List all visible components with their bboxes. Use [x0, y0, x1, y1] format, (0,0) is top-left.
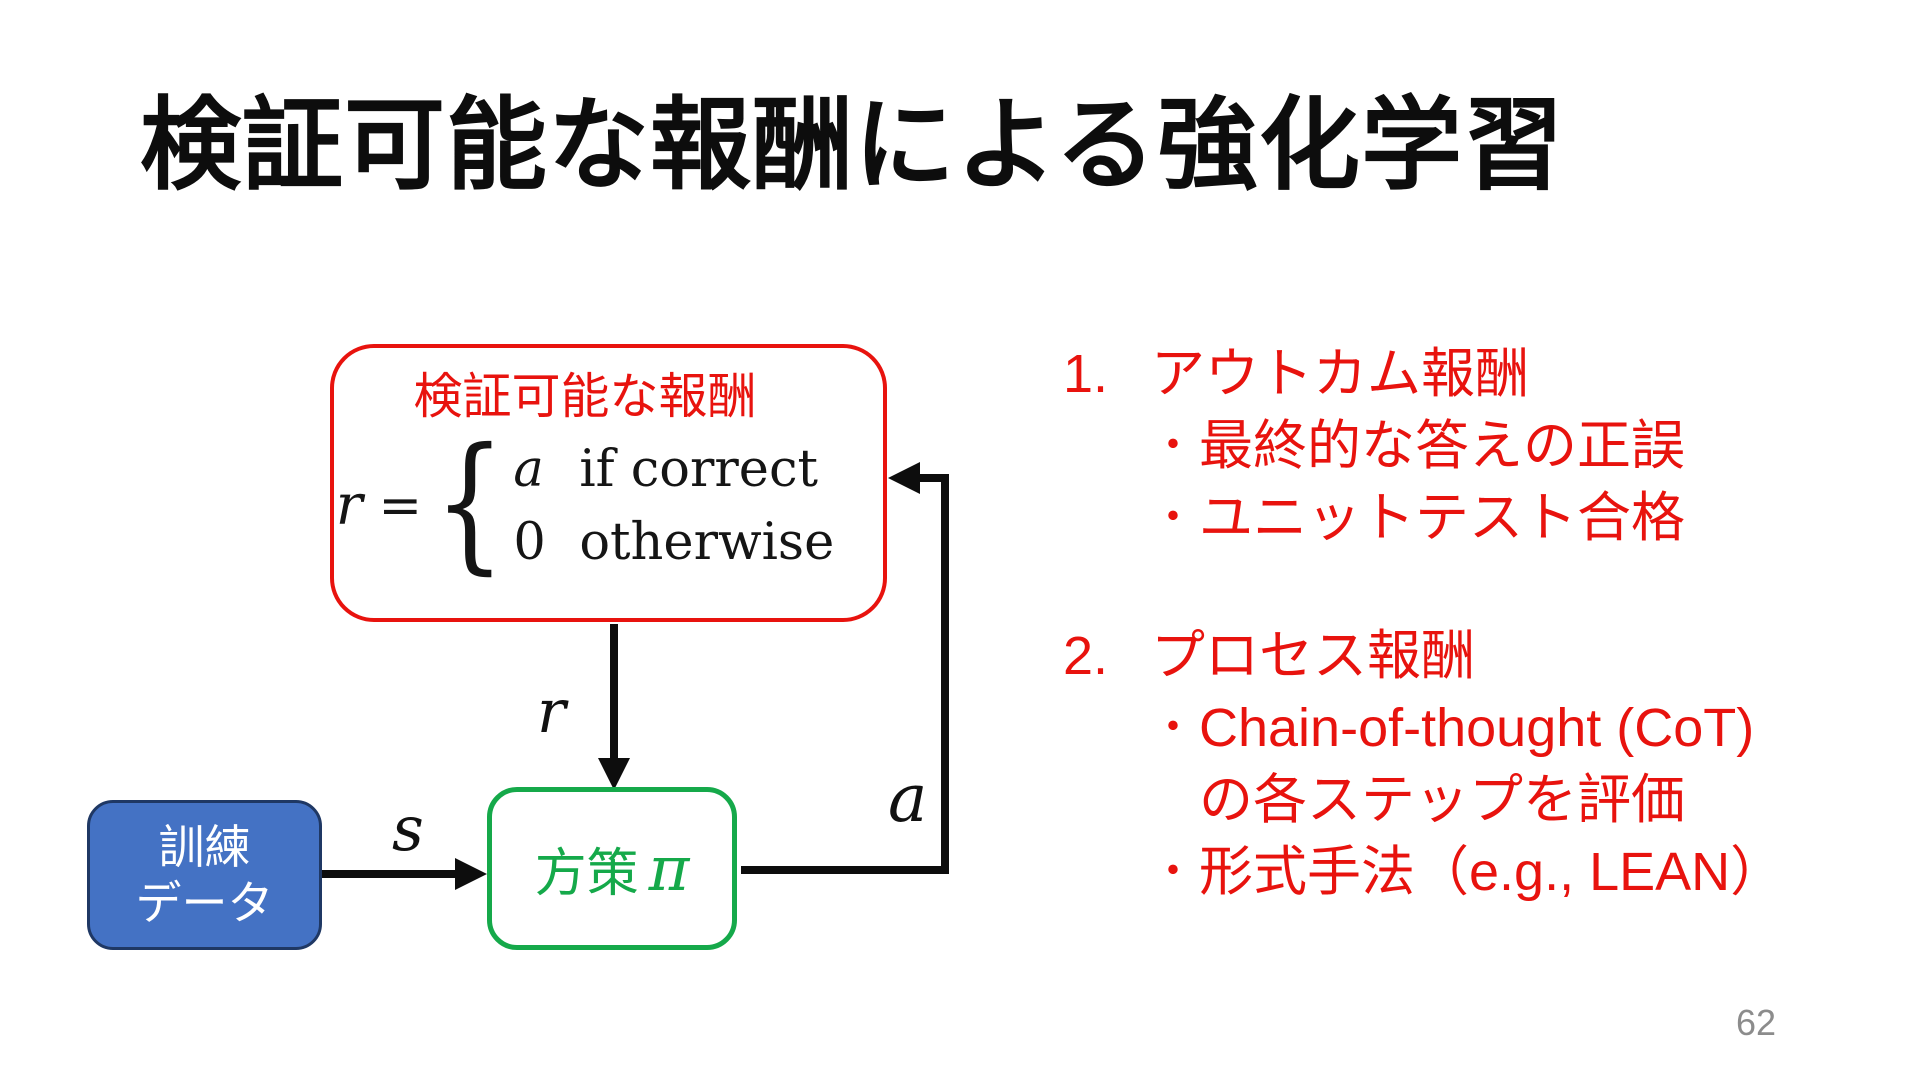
training-data-line2: データ	[135, 877, 274, 929]
list-item: ・ Chain-of-thought (CoT) の各ステップを評価	[1063, 692, 1920, 836]
case-condition: otherwise	[579, 512, 835, 572]
list-item-text: 形式手法（e.g., LEAN）	[1199, 842, 1785, 902]
list-item: ・ 最終的な答えの正誤	[1063, 410, 1920, 482]
verifiable-reward-label: 検証可能な報酬	[413, 370, 757, 424]
section-number: 2.	[1063, 626, 1109, 686]
list-item-text: Chain-of-thought (CoT) の各ステップを評価	[1199, 698, 1755, 830]
formula-cases: a if correct 0 otherwise	[513, 433, 834, 579]
case-value: a	[513, 439, 544, 499]
training-data-box: 訓練 データ	[87, 800, 322, 950]
bullet-dot: ・	[1151, 493, 1195, 542]
bullet-dot: ・	[1151, 847, 1195, 896]
page-number: 62	[1736, 1002, 1777, 1043]
list-item: ・ 形式手法（e.g., LEAN）	[1063, 836, 1920, 908]
section-number: 1.	[1063, 344, 1109, 404]
page-title: 検証可能な報酬による強化学習	[140, 90, 1565, 202]
list-item: ・ ユニットテスト合格	[1063, 482, 1920, 554]
section-title-line: 1. アウトカム報酬	[1063, 338, 1920, 410]
edge-label-a: a	[888, 760, 928, 837]
list-section-outcome: 1. アウトカム報酬 ・ 最終的な答えの正誤 ・ ユニットテスト合格	[1063, 338, 1920, 554]
arrow-r-head	[598, 758, 630, 790]
case-value: 0	[513, 512, 546, 572]
reward-formula: r = { a if correct 0 otherwise	[336, 429, 835, 579]
arrow-s-head	[455, 858, 487, 890]
policy-label: 方策	[534, 845, 639, 903]
arrow-a-head	[888, 462, 920, 494]
edge-label-s: s	[392, 792, 424, 865]
edge-label-r: r	[537, 677, 566, 747]
list-item-text: 最終的な答えの正誤	[1199, 416, 1685, 476]
section-title: アウトカム報酬	[1151, 344, 1529, 404]
verifiable-reward-box: 検証可能な報酬 r = { a if correct 0 otherwise	[330, 344, 887, 622]
formula-case-row: a if correct	[513, 433, 834, 506]
case-condition: if correct	[579, 439, 819, 499]
list-section-process: 2. プロセス報酬 ・ Chain-of-thought (CoT) の各ステッ…	[1063, 620, 1920, 908]
pi-symbol: π	[648, 831, 690, 905]
bullet-dot: ・	[1151, 421, 1195, 470]
policy-box: 方策 π	[487, 787, 737, 950]
rewards-list: 1. アウトカム報酬 ・ 最終的な答えの正誤 ・ ユニットテスト合格 2. プロ…	[1063, 338, 1920, 908]
section-title: プロセス報酬	[1151, 626, 1475, 686]
formula-r: r	[335, 473, 363, 539]
list-item-text: ユニットテスト合格	[1199, 488, 1685, 548]
section-title-line: 2. プロセス報酬	[1063, 620, 1920, 692]
formula-brace: {	[434, 416, 506, 589]
training-data-line1: 訓練	[158, 820, 251, 873]
formula-case-row: 0 otherwise	[513, 506, 834, 579]
bullet-dot: ・	[1151, 703, 1195, 752]
formula-equals: =	[378, 475, 423, 536]
